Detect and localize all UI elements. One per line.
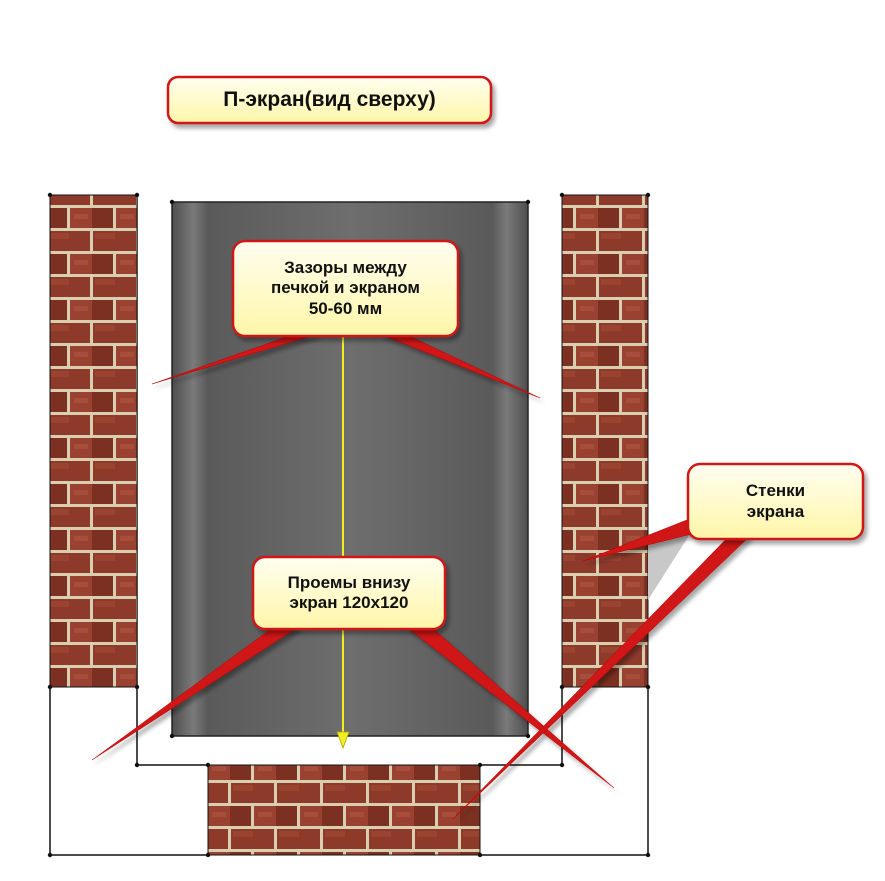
openings-callout-box	[251, 555, 447, 631]
corner-markers	[47, 192, 651, 858]
gap-highlight	[648, 534, 690, 600]
gaps-line-3: 50-60 мм	[308, 298, 383, 318]
walls-line-1: Стенки	[745, 481, 806, 501]
callout-pointers	[91, 333, 751, 821]
openings-line-2: экран 120x120	[289, 593, 409, 612]
bottom-brick-wall	[207, 764, 481, 856]
title-box	[166, 75, 493, 125]
page-title: П-экран(вид сверху)	[168, 77, 491, 123]
gaps-callout-text: Зазоры между печкой и экраном 50-60 мм	[233, 241, 458, 336]
gaps-line-1: Зазоры между	[284, 257, 407, 277]
arrow-down-icon	[336, 305, 350, 750]
gaps-callout-box	[231, 239, 460, 338]
left-brick-wall	[49, 194, 138, 688]
title-text: П-экран(вид сверху)	[223, 88, 436, 112]
walls-line-2: экрана	[746, 501, 805, 521]
walls-callout-box	[686, 462, 865, 541]
right-brick-wall	[561, 194, 649, 688]
gaps-line-2: печкой и экраном	[271, 278, 420, 298]
openings-callout-text: Проемы внизу экран 120x120	[253, 557, 445, 629]
walls-callout-text: Стенки экрана	[688, 464, 863, 539]
openings-line-1: Проемы внизу	[287, 572, 411, 592]
